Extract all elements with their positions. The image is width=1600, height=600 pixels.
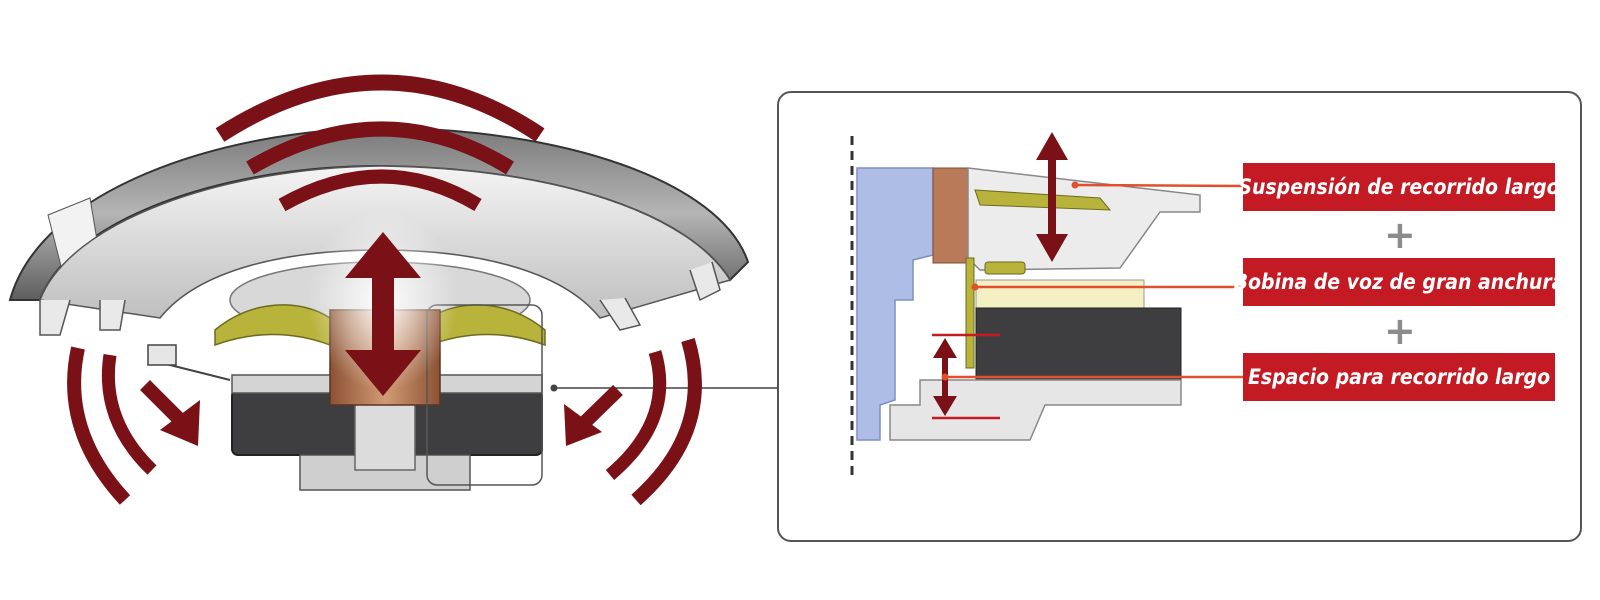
speaker-rim — [8, 126, 750, 301]
plus-icon: + — [1384, 309, 1416, 353]
callout-connector-dot — [550, 384, 558, 392]
leader-dot-voice-coil — [971, 283, 979, 291]
cross-section-detail — [850, 132, 1244, 480]
basket-frame — [39, 261, 721, 336]
sound-wave-arc-icon — [605, 350, 667, 480]
plus-icon: + — [1384, 213, 1416, 257]
sound-waves-top — [215, 74, 545, 212]
coil-cap — [984, 261, 1026, 275]
sound-wave-arc-icon — [577, 384, 623, 431]
suspension-section — [974, 189, 1112, 211]
leader-dot-suspension — [1071, 181, 1079, 189]
double-arrow-icon — [345, 232, 421, 396]
label-gap: Espacio para recorrido largo — [1243, 353, 1555, 401]
sound-wave-arc-icon — [67, 346, 131, 505]
detail-callout-box — [777, 91, 1582, 542]
back-plate-section — [889, 379, 1182, 441]
coil-former-section — [932, 167, 969, 264]
label-voice-coil: Bobina de voz de gran anchura — [1234, 258, 1564, 306]
sound-wave-arc-icon — [215, 74, 545, 142]
label-suspension: Suspensión de recorrido largo — [1238, 163, 1560, 211]
arrow-right-down-icon — [564, 404, 602, 446]
voice-coil-section — [965, 257, 975, 369]
top-plate-section — [975, 279, 1145, 309]
arrow-left-down-icon — [160, 400, 200, 446]
sound-wave-arc-icon — [101, 354, 157, 475]
sound-wave-arc-icon — [631, 337, 702, 506]
sound-wave-arc-icon — [278, 169, 482, 212]
leader-line-suspension — [1074, 183, 1244, 188]
double-arrow-icon — [1036, 132, 1068, 262]
magnet-section — [975, 307, 1182, 381]
sound-wave-arc-icon — [246, 121, 514, 175]
terminal — [147, 344, 177, 366]
leader-dot-gap — [941, 373, 949, 381]
sound-waves-right — [577, 337, 702, 506]
detail-region-outline — [426, 304, 543, 486]
